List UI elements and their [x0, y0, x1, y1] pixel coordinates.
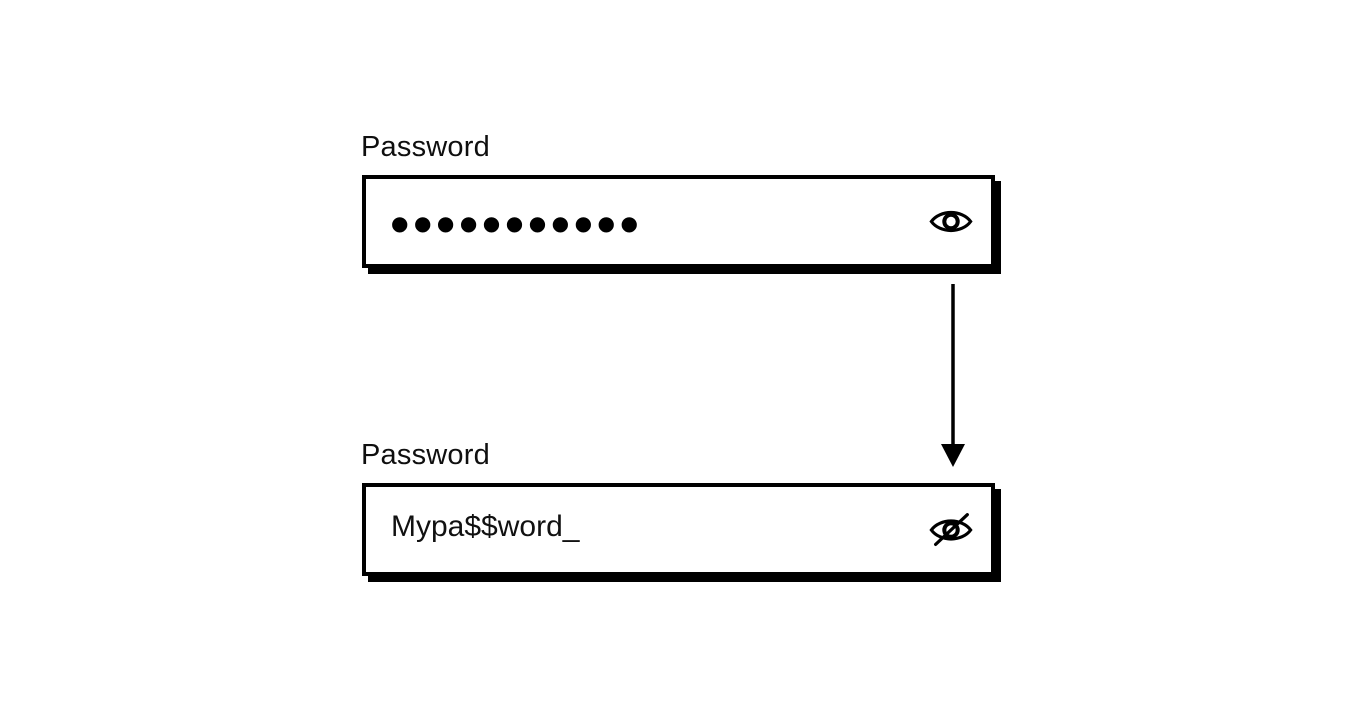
- toggle-password-visibility-button[interactable]: [927, 506, 975, 554]
- password-input[interactable]: ●●●●●●●●●●●: [362, 175, 995, 268]
- password-input[interactable]: Mypa$$word_: [362, 483, 995, 576]
- password-plain-value: Mypa$$word_: [391, 509, 580, 543]
- arrow-down-icon: [941, 284, 965, 467]
- password-label: Password: [361, 439, 490, 471]
- password-label: Password: [361, 131, 490, 163]
- eye-icon: [928, 204, 974, 239]
- eye-off-icon: [928, 507, 974, 553]
- toggle-password-visibility-button[interactable]: [927, 198, 975, 246]
- password-masked-value: ●●●●●●●●●●●: [391, 210, 644, 235]
